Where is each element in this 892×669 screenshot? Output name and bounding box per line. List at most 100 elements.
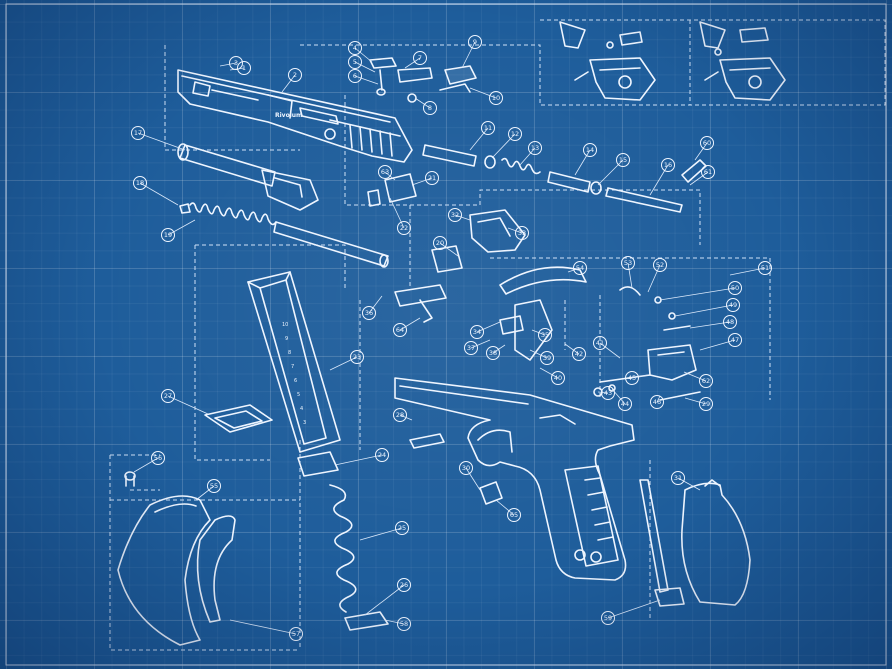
callout-number: 63 — [381, 168, 389, 176]
callout-circle — [423, 101, 437, 115]
callout-circle — [653, 258, 667, 272]
leader-line — [414, 97, 431, 109]
callout-number: 55 — [210, 482, 218, 490]
callout-circle — [470, 325, 484, 339]
part-callout: 10 — [469, 87, 503, 105]
part-callout: 39 — [529, 349, 554, 365]
part-callout: 41 — [593, 336, 621, 359]
callout-number: 16 — [664, 161, 672, 169]
callout-number: 37 — [467, 344, 475, 352]
part-callout: 36 — [362, 295, 383, 320]
part-callout: 6 — [348, 69, 379, 85]
callout-number: 28 — [396, 411, 404, 419]
leader-line — [683, 371, 707, 382]
callout-number: 47 — [731, 336, 739, 344]
part-callout: 8 — [414, 97, 437, 115]
leader-line — [364, 584, 405, 616]
part-callout: 43 — [597, 386, 615, 400]
part-callout: 48 — [689, 315, 737, 329]
callout-number: 8 — [428, 104, 432, 112]
callout-circle — [699, 374, 713, 388]
slide-stop — [394, 266, 587, 361]
part-callout: 4 — [348, 41, 373, 63]
leader-line — [674, 304, 734, 317]
magazine-marking: 7 — [291, 364, 294, 370]
part-callout: 38 — [486, 344, 506, 360]
callout-circle — [131, 126, 145, 140]
callout-number: 33 — [518, 229, 526, 237]
leader-line — [649, 164, 669, 196]
part-callout: 33 — [507, 226, 529, 240]
callout-circle — [133, 176, 147, 190]
callout-number: 61 — [704, 168, 712, 176]
leader-line — [133, 457, 159, 473]
callout-number: 48 — [726, 318, 734, 326]
leader-line — [611, 388, 626, 405]
callout-circle — [397, 221, 411, 235]
part-callout: 14 — [574, 143, 597, 176]
callout-number: 40 — [554, 374, 562, 382]
leader-line — [469, 87, 497, 99]
callout-circle — [728, 333, 742, 347]
part-callout: 2 — [281, 68, 302, 93]
magazine: 10 9 8 7 6 5 4 3 — [247, 271, 341, 453]
callout-circle — [650, 395, 664, 409]
callout-circle — [481, 121, 495, 135]
magazine-marking: 3 — [303, 420, 306, 426]
leader-line — [529, 349, 548, 359]
leader-line — [219, 62, 237, 67]
callout-circle — [616, 153, 630, 167]
callout-number: 50 — [731, 284, 739, 292]
callout-circle — [726, 298, 740, 312]
callout-number: 19 — [164, 231, 172, 239]
callout-circle — [161, 389, 175, 403]
callout-number: 7 — [418, 54, 422, 62]
trigger-assembly-inset-right — [699, 21, 786, 101]
callout-circle — [508, 127, 522, 141]
callout-circle — [348, 69, 362, 83]
magazine-marking: 8 — [288, 350, 291, 356]
callout-circle — [393, 408, 407, 422]
callout-number: 23 — [353, 353, 361, 361]
callout-circle — [728, 281, 742, 295]
leader-line — [476, 321, 501, 333]
callout-number: 54 — [576, 264, 584, 272]
callout-number: 24 — [378, 451, 386, 459]
callout-number: 45 — [628, 374, 636, 382]
leader-line — [694, 142, 708, 161]
part-callout: 61 — [689, 165, 715, 186]
leader-line — [334, 454, 383, 466]
part-callout: 20 — [433, 236, 459, 257]
part-callout: 21 — [411, 171, 439, 186]
part-callout: 53 — [621, 256, 635, 289]
part-callout: 55 — [195, 479, 221, 501]
magazine-marking: 5 — [297, 392, 300, 398]
leader-line — [659, 287, 736, 301]
callout-number: 27 — [164, 392, 172, 400]
part-callout: 65 — [495, 499, 521, 522]
callout-number: 10 — [492, 94, 500, 102]
part-callout: 23 — [329, 350, 364, 371]
callout-number: 52 — [656, 261, 664, 269]
leader-line — [599, 342, 621, 359]
part-callout: 34 — [470, 321, 501, 339]
callout-number: 57 — [292, 630, 300, 638]
leader-line — [384, 619, 405, 625]
callout-circle — [538, 328, 552, 342]
part-callout: 51 — [729, 261, 772, 276]
leader-line — [469, 127, 489, 151]
callout-circle — [528, 141, 542, 155]
callout-number: 9 — [473, 38, 477, 46]
callout-circle — [395, 521, 409, 535]
leader-line — [597, 391, 609, 394]
leader-line — [454, 214, 471, 221]
leader-line — [689, 171, 709, 186]
leader-line — [139, 182, 179, 206]
leader-line — [195, 485, 215, 501]
callout-circle — [573, 261, 587, 275]
sear-housing — [593, 286, 701, 401]
callout-circle — [572, 347, 586, 361]
callout-circle — [723, 315, 737, 329]
leader-line — [461, 41, 476, 69]
